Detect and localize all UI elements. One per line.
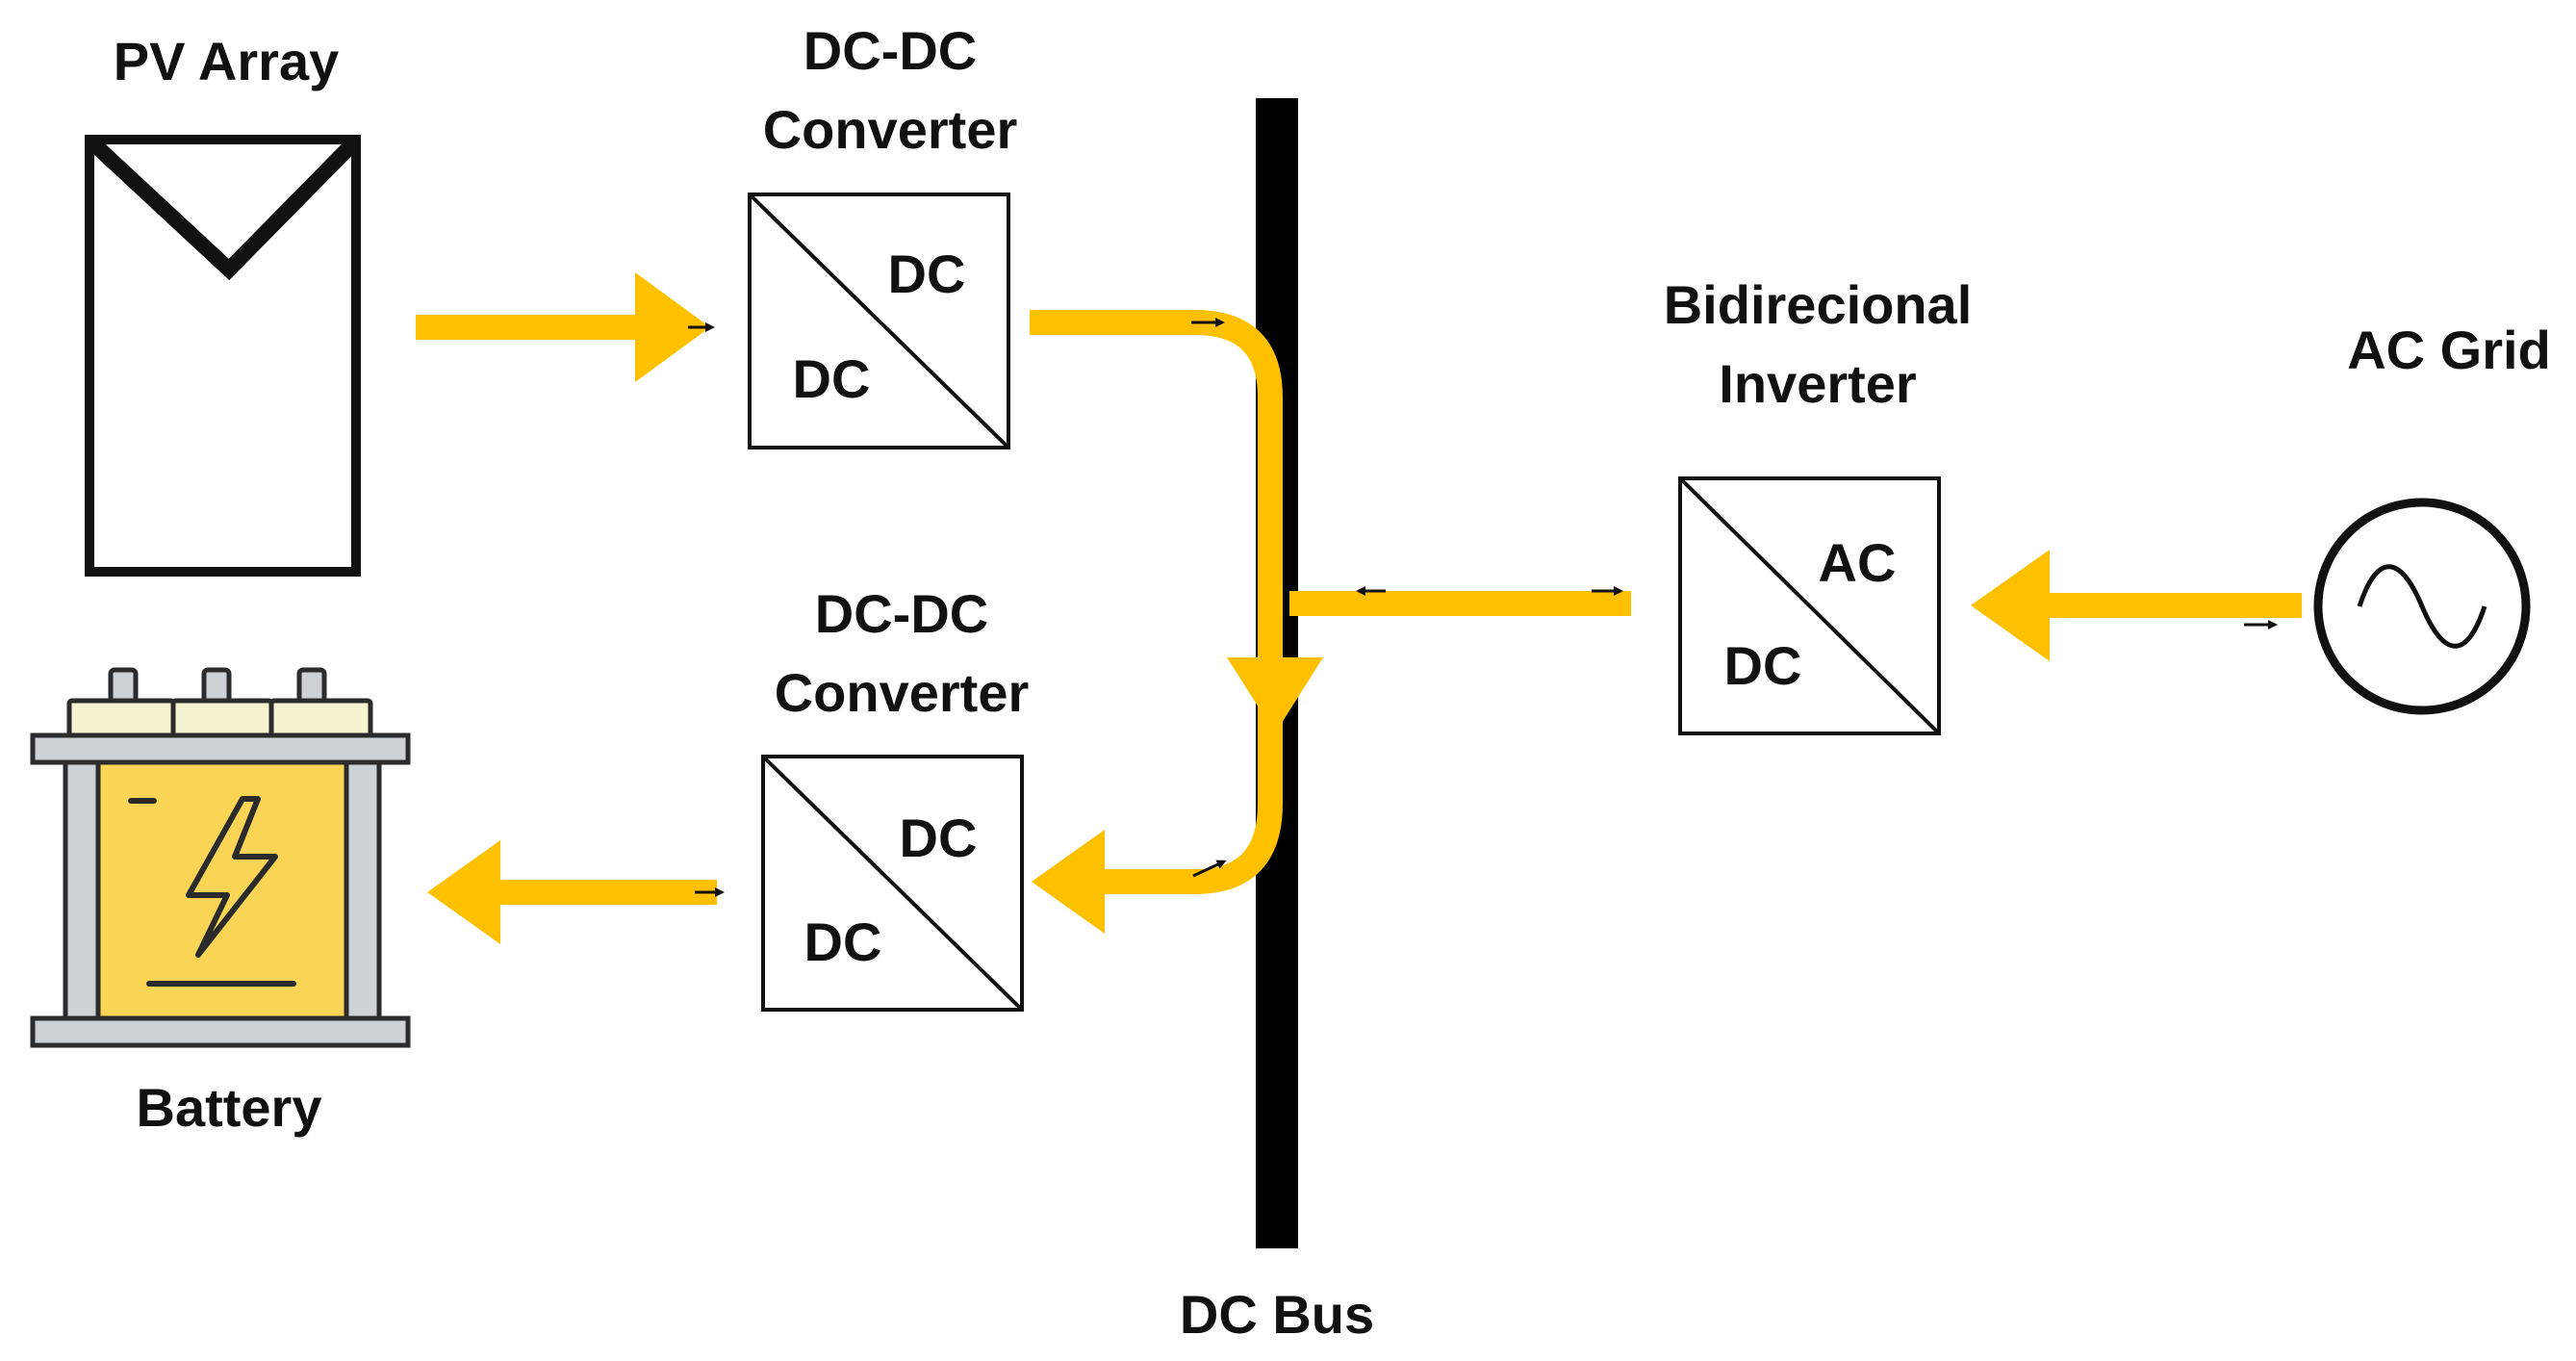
converter-top-dc-in: DC bbox=[793, 348, 871, 409]
flow-arrow-grid-to-inverter bbox=[1971, 550, 2302, 661]
battery-bolt-icon bbox=[30, 667, 411, 1048]
converter-bottom-diagonal bbox=[761, 755, 1024, 1012]
flow-arrow-pv-to-converter bbox=[416, 272, 715, 382]
flow-arrow-converter-to-battery bbox=[427, 840, 725, 944]
converter-top-label-line1: DC-DC bbox=[803, 20, 977, 81]
converter-top-label-line2: Converter bbox=[763, 99, 1018, 160]
ac-grid: AC Grid bbox=[2313, 320, 2551, 715]
inverter-label-line1: Bidirecional bbox=[1664, 274, 1973, 335]
converter-bottom-dc-out: DC bbox=[900, 808, 978, 868]
ac-grid-label: AC Grid bbox=[2347, 320, 2551, 380]
battery-label: Battery bbox=[137, 1077, 322, 1138]
ac-sine-source-icon bbox=[2313, 498, 2531, 715]
dc-dc-converter-top: DC-DC Converter DC DC bbox=[748, 20, 1018, 449]
converter-bottom-label-line1: DC-DC bbox=[815, 583, 988, 644]
dc-bus-label: DC Bus bbox=[1180, 1284, 1374, 1345]
dc-dc-converter-bottom: DC-DC Converter DC DC bbox=[761, 583, 1030, 1012]
inverter-label-line2: Inverter bbox=[1719, 353, 1916, 414]
power-flows bbox=[416, 272, 2302, 944]
pv-array-label: PV Array bbox=[114, 31, 340, 91]
converter-bottom-label-line2: Converter bbox=[775, 662, 1030, 723]
converter-top-diagonal bbox=[748, 193, 1010, 449]
inverter-diagonal bbox=[1678, 476, 1941, 735]
battery: Battery bbox=[30, 667, 411, 1138]
inverter-dc-in: DC bbox=[1724, 635, 1802, 696]
converter-bottom-dc-in: DC bbox=[804, 912, 882, 972]
flow-line-bus-to-inverter bbox=[1289, 586, 1631, 616]
solar-panel-icon bbox=[85, 135, 361, 577]
converter-top-dc-out: DC bbox=[888, 244, 966, 304]
bidirectional-inverter: Bidirecional Inverter AC DC bbox=[1664, 274, 1973, 735]
inverter-ac-out: AC bbox=[1819, 532, 1897, 593]
flow-arrow-converter-bus-battery bbox=[1030, 310, 1323, 934]
pv-array: PV Array bbox=[85, 31, 361, 577]
